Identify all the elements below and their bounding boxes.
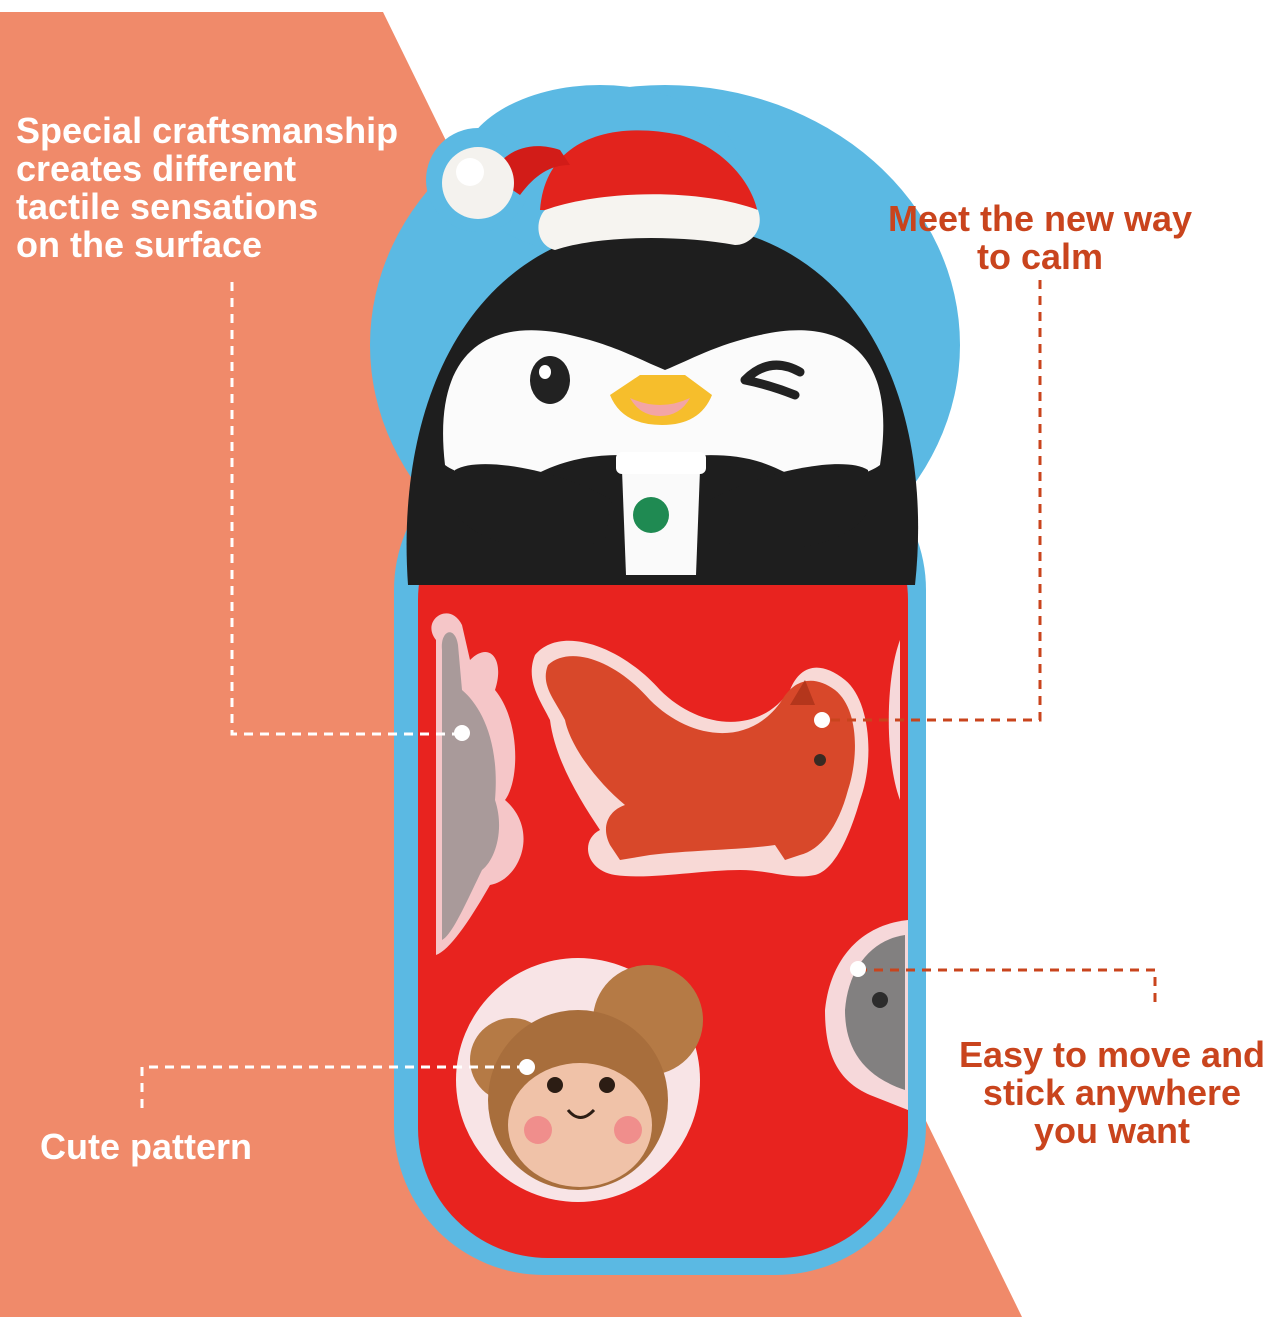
- pattern-dot: [519, 1059, 535, 1075]
- left-eye: [530, 356, 570, 404]
- bunny-sticker: [431, 613, 524, 955]
- stick-callout: Easy to move and stick anywhere you want: [944, 1036, 1280, 1150]
- callout-line: you want: [1033, 1110, 1190, 1151]
- pattern-connector: [140, 1065, 527, 1108]
- callout-line: tactile sensations: [16, 186, 319, 227]
- penguin-lid: [406, 222, 919, 585]
- stick-dot: [850, 961, 866, 977]
- stick-connector: [858, 968, 1157, 1005]
- monkey-sticker: [456, 958, 703, 1202]
- calm-connector: [822, 280, 1042, 722]
- calm-dot: [814, 712, 830, 728]
- callout-line: Special craftsmanship: [16, 110, 399, 151]
- pattern-callout: Cute pattern: [40, 1128, 252, 1166]
- fox-sticker: [531, 640, 869, 877]
- callout-line: Meet the new way: [887, 198, 1193, 239]
- craftsmanship-callout: Special craftsmanship creates different …: [16, 112, 398, 264]
- callout-line: on the surface: [16, 224, 263, 265]
- callout-line: to calm: [976, 236, 1104, 277]
- callout-line: Cute pattern: [40, 1126, 253, 1167]
- santa-hat: [442, 130, 760, 250]
- winking-eye: [740, 360, 805, 400]
- edge-sticker: [888, 640, 900, 800]
- callout-line: creates different: [16, 148, 297, 189]
- callout-line: Easy to move and: [958, 1034, 1266, 1075]
- beak: [610, 375, 712, 425]
- craftsmanship-connector: [230, 282, 460, 736]
- calm-callout: Meet the new way to calm: [880, 200, 1200, 276]
- craftsmanship-dot: [454, 725, 470, 741]
- callout-line: stick anywhere: [982, 1072, 1242, 1113]
